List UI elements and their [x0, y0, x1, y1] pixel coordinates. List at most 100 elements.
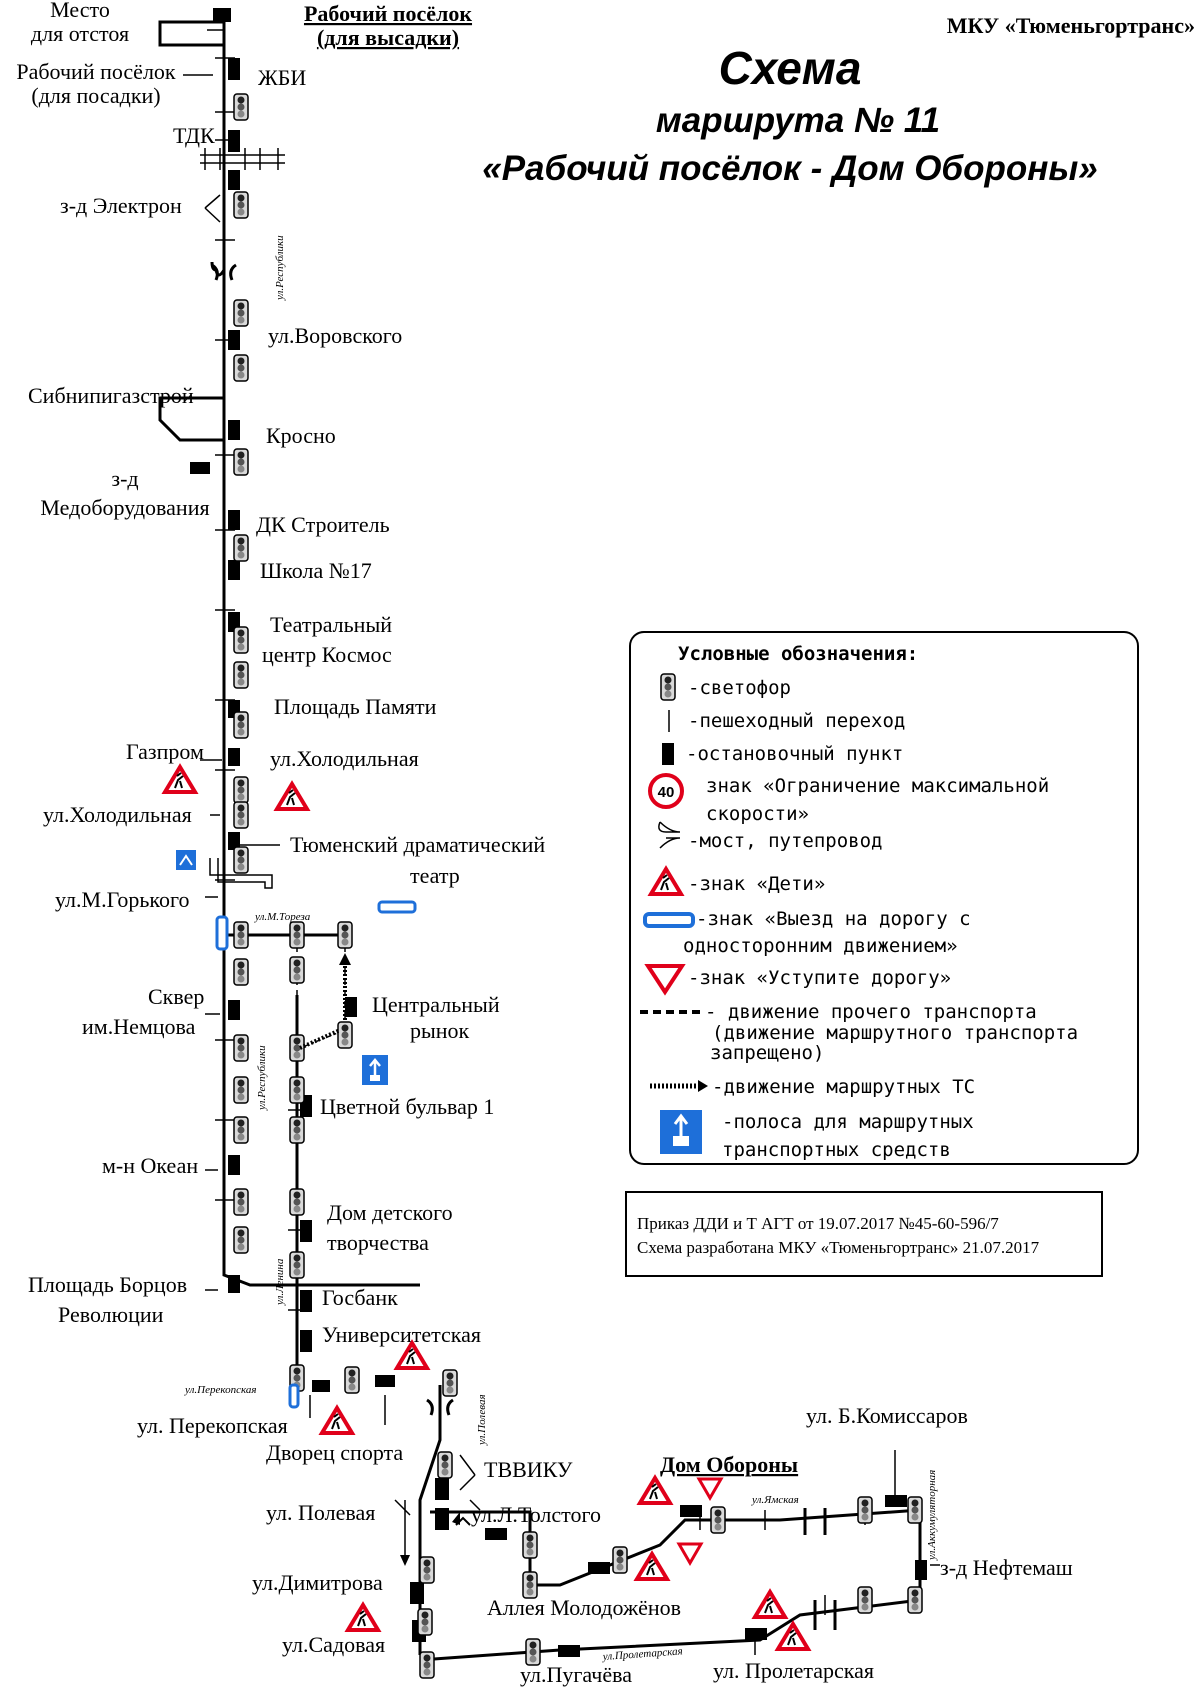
street-proletarskaya: ул.Пролетарская — [601, 1645, 683, 1663]
bridge-icon — [210, 261, 837, 1630]
underpass-icon — [209, 858, 273, 889]
order-line-2: Схема разработана МКУ «Тюменьгортранс» 2… — [637, 1238, 1040, 1257]
stop-nemtsov-2: им.Немцова — [82, 1014, 196, 1039]
stop-holod-left: ул.Холодильная — [43, 802, 192, 827]
legend-yield-icon — [644, 964, 686, 996]
stop-depot-label: Место — [50, 0, 110, 22]
legend-stop: -остановочный пункт — [686, 743, 903, 765]
leader-lines — [183, 29, 940, 1655]
stop-pick-label: Рабочий посёлок — [16, 59, 176, 84]
stop-pick-label-2: (для посадки) — [31, 83, 160, 108]
stop-ddt: Дом детского — [327, 1200, 453, 1225]
railway-icon — [200, 148, 285, 170]
street-akkumulyatornaya: ул.Аккумуляторная — [926, 1470, 938, 1561]
stop-krosno: Кросно — [266, 423, 336, 448]
legend-bus-lane: -полоса для маршрутных — [722, 1111, 974, 1133]
stop-perekopskaya: ул. Перекопская — [137, 1413, 288, 1438]
stop-borcov-2: Революции — [58, 1302, 164, 1327]
stop-drop-label: Рабочий посёлок — [304, 1, 472, 26]
stop-dom-oborony: Дом Обороны — [660, 1452, 798, 1477]
stop-school: Школа №17 — [260, 558, 372, 583]
legend-speed: знак «Ограничение максимальной — [706, 775, 1049, 797]
stop-borcov: Площадь Борцов — [28, 1272, 187, 1297]
legend-yield: -знак «Уступите дорогу» — [688, 967, 951, 989]
stop-sibnipi: Сибнипигазстрой — [28, 383, 194, 408]
stop-kosmos: Театральный — [270, 612, 392, 637]
stop-okean: м-н Океан — [102, 1153, 198, 1178]
route-direction-arrows — [299, 953, 471, 1566]
legend-speed-2: скорости» — [706, 803, 809, 825]
stop-drama-2: театр — [410, 863, 460, 888]
street-labels: ул.Республики ул.Республики ул.М.Тореза … — [184, 235, 938, 1663]
stop-markers — [190, 8, 927, 1657]
organization-name: МКУ «Тюменьгортранс» — [947, 13, 1195, 38]
stop-gazprom: Газпром — [126, 739, 204, 764]
stop-sadovaya: ул.Садовая — [282, 1632, 385, 1657]
stop-depot-label-2: для отстоя — [31, 21, 129, 46]
legend-traffic-light: -светофор — [688, 677, 791, 699]
stop-proletarskaya: ул. Пролетарская — [713, 1658, 874, 1683]
stop-medob-2: Медоборудования — [40, 495, 209, 520]
legend-heading: Условные обозначения: — [678, 643, 918, 665]
stop-vorovskogo: ул.Воровского — [268, 323, 402, 348]
stop-drop-label-2: (для высадки) — [317, 25, 459, 50]
legend-children: -знак «Дети» — [688, 873, 825, 895]
stop-alleya: Аллея Молодожёнов — [487, 1595, 681, 1620]
stop-gorkogo: ул.М.Горького — [55, 887, 189, 912]
legend-other-3: запрещено) — [710, 1042, 824, 1064]
stop-komissarov: ул. Б.Комиссаров — [806, 1403, 968, 1428]
stop-dvorets: Дворец спорта — [266, 1440, 403, 1465]
stop-medob: з-д — [111, 466, 138, 491]
stop-gosbank: Госбанк — [322, 1285, 398, 1310]
title-route-number: маршрута № 11 — [656, 101, 940, 140]
stop-labels: Место для отстоя Рабочий посёлок (для вы… — [16, 0, 1072, 1687]
stop-elektron: з-д Электрон — [60, 193, 182, 218]
legend-bus-lane-2: транспортных средств — [722, 1139, 951, 1161]
street-respubliki-top: ул.Республики — [274, 235, 286, 301]
legend-oneway-2: односторонним движением» — [683, 935, 958, 957]
street-perekopskaya: ул.Перекопская — [184, 1384, 256, 1396]
legend-speed-value: 40 — [658, 784, 675, 801]
stop-ddt-2: творчества — [327, 1230, 429, 1255]
legend-route-arrow — [698, 1080, 708, 1092]
stop-rynok: Центральный — [372, 992, 500, 1017]
legend-bridge-icon — [658, 821, 681, 849]
stop-univer: Университетская — [322, 1322, 481, 1347]
stop-pugacheva: ул.Пугачёва — [520, 1662, 632, 1687]
stop-tolstogo: ул.Л.Толстого — [471, 1502, 601, 1527]
legend-crossing: -пешеходный переход — [688, 710, 905, 732]
legend-oneway: -знак «Выезд на дорогу с — [696, 908, 971, 930]
order-note: Приказ ДДИ и Т АГТ от 19.07.2017 №45-60-… — [625, 1191, 1103, 1277]
stop-zhbi: ЖБИ — [258, 65, 306, 90]
street-yamskaya: ул.Ямская — [751, 1494, 799, 1506]
stop-polevaya: ул. Полевая — [266, 1500, 375, 1525]
street-lenina: ул.Ленина — [274, 1258, 286, 1306]
stop-kosmos-2: центр Космос — [262, 642, 392, 667]
title-route-name: «Рабочий посёлок - Дом Обороны» — [482, 149, 1098, 188]
legend-stop-icon — [662, 743, 674, 765]
stop-dimitrova: ул.Димитрова — [252, 1570, 383, 1595]
legend-bus-lane-icon — [660, 1110, 702, 1154]
street-toreza: ул.М.Тореза — [254, 911, 311, 923]
bus-lane-signs — [176, 850, 388, 1085]
street-respubliki-mid: ул.Республики — [256, 1045, 268, 1111]
stop-tvviku: ТВВИКУ — [484, 1457, 573, 1482]
legend-bridge: -мост, путепровод — [688, 830, 882, 852]
title-scheme: Схема — [719, 42, 862, 94]
legend-traffic-light-icon — [660, 673, 676, 701]
street-polevaya: ул.Полевая — [476, 1394, 488, 1446]
stop-pamyati: Площадь Памяти — [274, 694, 437, 719]
stop-holod-right: ул.Холодильная — [270, 746, 419, 771]
legend-other-2: (движение маршрутного транспорта — [712, 1022, 1078, 1044]
legend: Условные обозначения: -светофор -пешеход… — [629, 631, 1139, 1165]
legend-speed-icon: 40 — [648, 773, 684, 809]
order-line-1: Приказ ДДИ и Т АГТ от 19.07.2017 №45-60-… — [637, 1214, 999, 1233]
stop-neftemash: з-д Нефтемаш — [940, 1555, 1073, 1580]
stop-dk: ДК Строитель — [256, 512, 390, 537]
stop-nemtsov: Сквер — [148, 984, 204, 1009]
stop-drama: Тюменский драматический — [290, 832, 545, 857]
legend-oneway-icon — [643, 912, 695, 928]
legend-route: -движение маршрутных ТС — [712, 1076, 975, 1098]
stop-rynok-2: рынок — [410, 1018, 470, 1043]
